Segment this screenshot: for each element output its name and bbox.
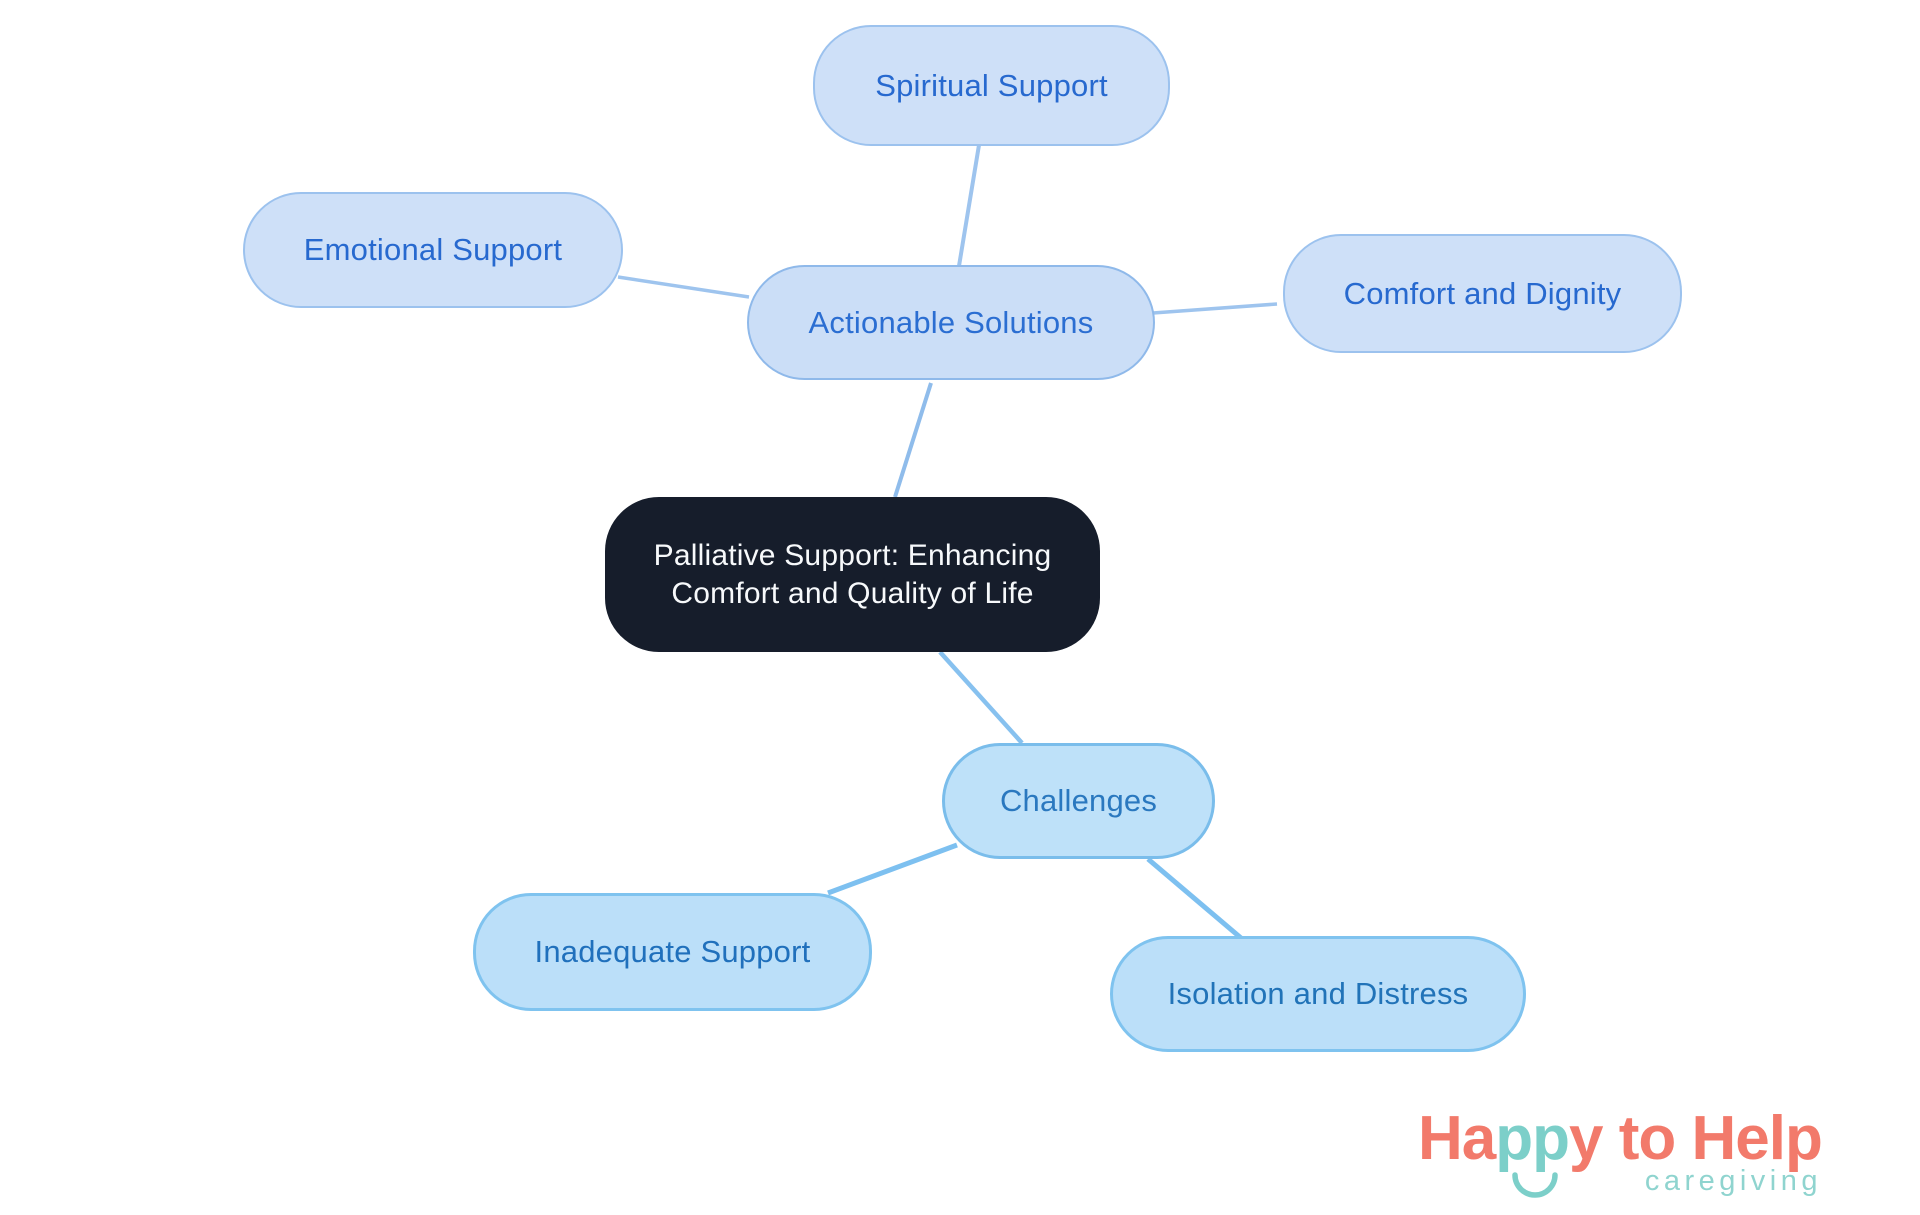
happy-to-help-logo: Happy to Help caregiving xyxy=(1418,1108,1880,1212)
node-actionable-solutions[interactable]: Actionable Solutions xyxy=(747,265,1155,380)
node-actionable-solutions-label: Actionable Solutions xyxy=(808,304,1094,340)
node-spiritual-support[interactable]: Spiritual Support xyxy=(813,25,1170,146)
node-challenges[interactable]: Challenges xyxy=(942,743,1215,859)
logo-wordmark: Happy to Help xyxy=(1418,1108,1823,1170)
connector-challenges-inadequate xyxy=(827,842,958,896)
node-isolation-and-distress-label: Isolation and Distress xyxy=(1167,976,1469,1011)
node-emotional-support[interactable]: Emotional Support xyxy=(243,192,623,308)
node-inadequate-support-label: Inadequate Support xyxy=(534,934,811,969)
node-inadequate-support[interactable]: Inadequate Support xyxy=(473,893,872,1011)
central-node-label-line1: Palliative Support: Enhancing xyxy=(653,538,1052,572)
connector-actionable-emotional xyxy=(617,275,750,299)
central-node-label-line2: Comfort and Quality of Life xyxy=(671,576,1034,610)
logo-text-y: y xyxy=(1569,1104,1603,1173)
node-emotional-support-label: Emotional Support xyxy=(303,232,563,267)
logo-text-ha: Ha xyxy=(1418,1104,1496,1173)
logo-text-pp: pp xyxy=(1495,1104,1570,1173)
node-isolation-and-distress[interactable]: Isolation and Distress xyxy=(1110,936,1526,1052)
connector-central-actionable xyxy=(893,382,933,498)
connector-central-challenges xyxy=(938,650,1024,745)
node-challenges-label: Challenges xyxy=(999,783,1158,818)
central-node[interactable]: Palliative Support: Enhancing Comfort an… xyxy=(605,497,1100,652)
logo-tagline: caregiving xyxy=(1644,1165,1822,1197)
node-comfort-and-dignity-label: Comfort and Dignity xyxy=(1343,275,1622,311)
node-comfort-and-dignity[interactable]: Comfort and Dignity xyxy=(1283,234,1682,353)
connector-actionable-comfort xyxy=(1152,302,1278,315)
connector-actionable-spiritual xyxy=(957,144,981,267)
smile-arc-icon xyxy=(1512,1172,1558,1198)
logo-text-to-help: to Help xyxy=(1602,1104,1823,1173)
node-spiritual-support-label: Spiritual Support xyxy=(875,67,1108,103)
connector-challenges-isolation xyxy=(1146,857,1243,940)
